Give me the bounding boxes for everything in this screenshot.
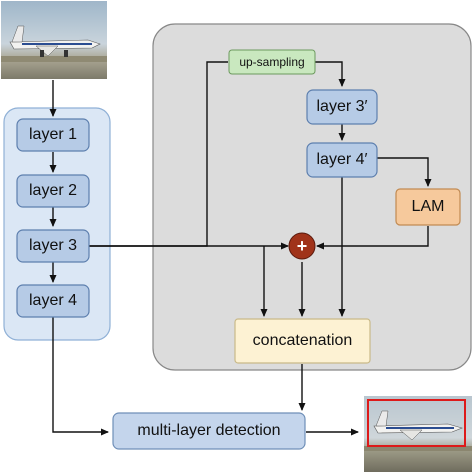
input-airplane-image xyxy=(1,1,107,79)
layer-3-prime-box xyxy=(306,89,378,125)
layer-1-box xyxy=(16,118,90,152)
concatenation-box xyxy=(234,318,371,364)
layer-4-prime-box xyxy=(306,142,378,178)
add-node xyxy=(288,232,316,260)
layer-2-box xyxy=(16,174,90,208)
lam-box xyxy=(395,188,461,226)
detection-box xyxy=(112,412,306,450)
layer-4-box xyxy=(16,284,90,318)
layer-3-box xyxy=(16,229,90,263)
backbone-panel xyxy=(3,107,111,341)
upsampling-box xyxy=(228,49,316,75)
branch-panel xyxy=(152,23,472,371)
output-detection-image xyxy=(364,396,472,472)
connectors xyxy=(49,61,432,436)
